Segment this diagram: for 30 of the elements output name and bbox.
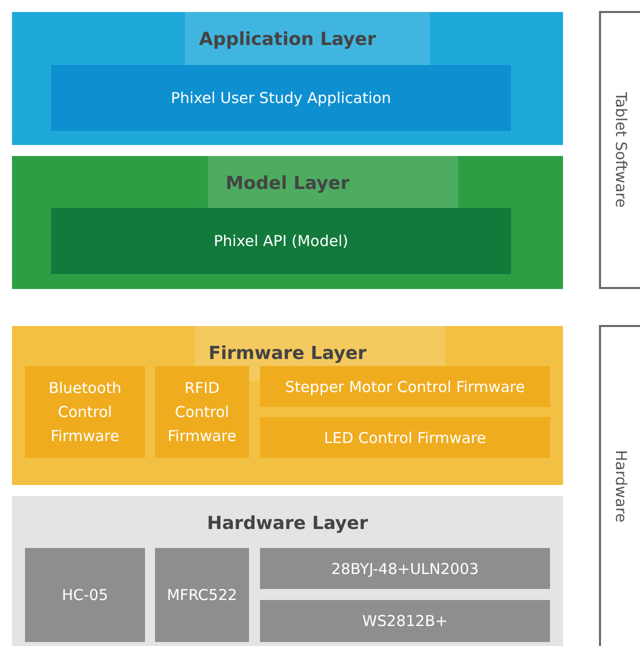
- component-label: Phixel User Study Application: [170, 88, 392, 109]
- component-label: WS2812B+: [361, 611, 449, 632]
- layer-panel: [12, 496, 563, 646]
- component-box: [25, 548, 145, 642]
- component-box: [155, 548, 249, 642]
- layer-title: Application Layer: [198, 29, 377, 50]
- component-label: LED Control Firmware: [323, 428, 487, 448]
- component-box: [260, 417, 550, 458]
- group-label: Hardware: [612, 450, 630, 522]
- component-label: Phixel API (Model): [212, 231, 350, 252]
- layer-panel: [12, 12, 563, 145]
- layer-panel: [12, 326, 563, 485]
- component-box: [25, 366, 145, 458]
- component-box: [155, 366, 249, 458]
- component-label: RFID Control Firmware: [166, 378, 238, 447]
- component-box: [51, 208, 511, 274]
- component-box: [260, 600, 550, 642]
- component-label: Stepper Motor Control Firmware: [284, 376, 526, 398]
- component-box: [260, 366, 550, 407]
- layer-title: Model Layer: [224, 173, 350, 194]
- layer-title: Firmware Layer: [207, 343, 368, 364]
- layer-title: Hardware Layer: [206, 513, 369, 534]
- component-label: Bluetooth Control Firmware: [48, 378, 122, 447]
- component-label: 28BYJ-48+ULN2003: [330, 558, 480, 580]
- group-label: Tablet Software: [612, 92, 630, 208]
- component-box: [51, 65, 511, 131]
- component-box: [260, 548, 550, 589]
- component-label: HC-05: [60, 585, 110, 606]
- layer-panel: [12, 156, 563, 289]
- component-label: MFRC522: [166, 585, 238, 606]
